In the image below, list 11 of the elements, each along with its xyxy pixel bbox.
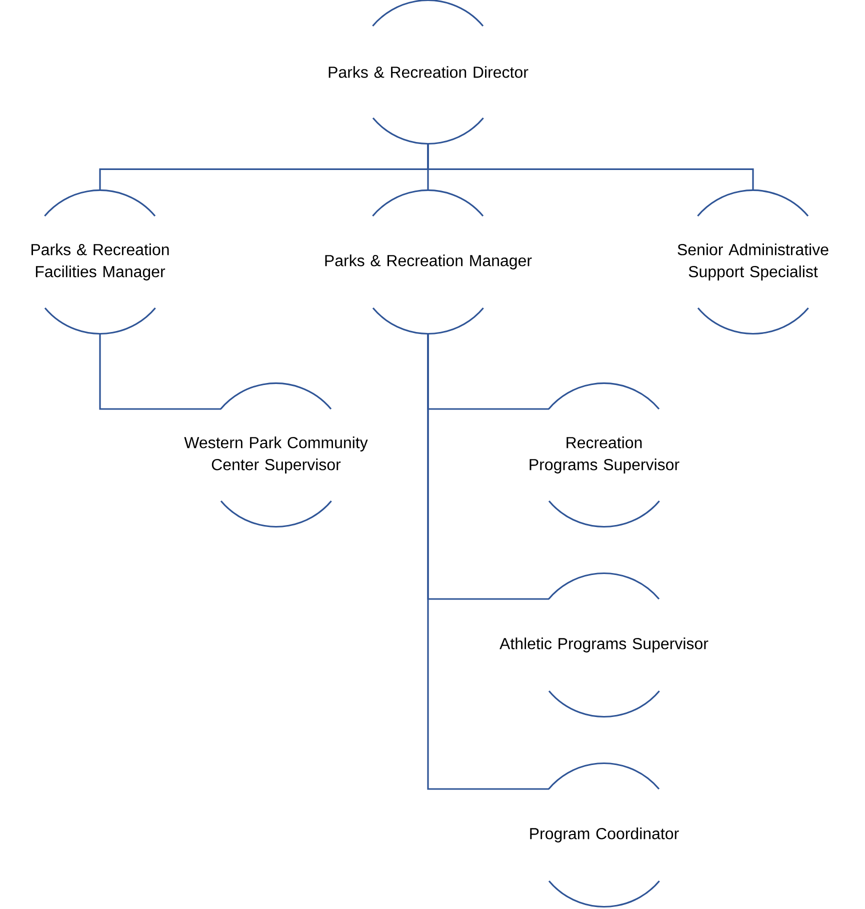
org-node: Western Park Community Center Supervisor — [184, 382, 368, 528]
connector-line — [99, 334, 221, 410]
connector-line — [427, 144, 754, 190]
org-node: Recreation Programs Supervisor — [530, 382, 680, 528]
org-node: Parks & Recreation Facilities Manager — [32, 189, 169, 334]
org-node: Program Coordinator — [530, 762, 679, 908]
org-node: Parks & Recreation Manager — [325, 189, 532, 334]
org-node: Parks & Recreation Director — [328, 0, 528, 145]
connector-line — [427, 334, 549, 790]
org-node: Athletic Programs Supervisor — [500, 572, 708, 718]
org-node: Senior Administrative Support Specialist — [678, 189, 828, 334]
